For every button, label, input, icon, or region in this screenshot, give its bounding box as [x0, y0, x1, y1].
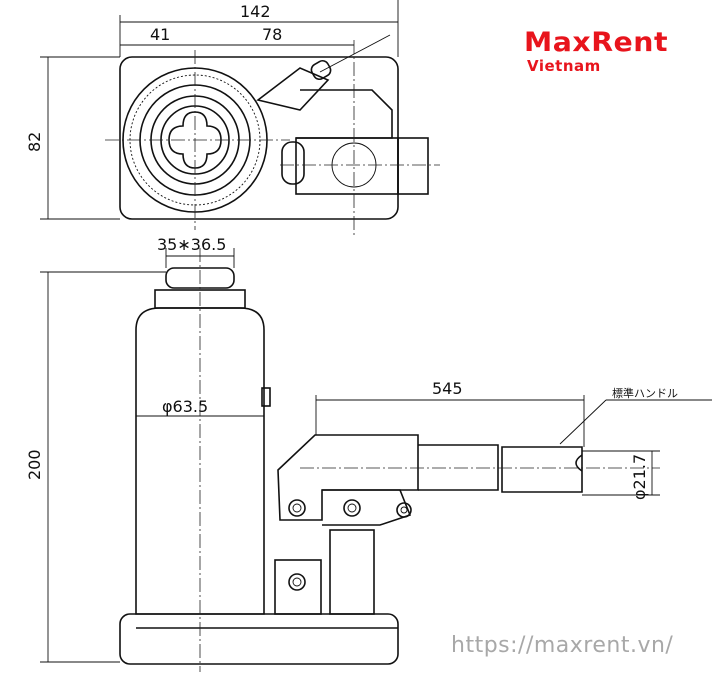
side-view [40, 248, 712, 672]
dim-handle-diameter: φ21.7 [630, 454, 649, 500]
dim-min-height: 200 [25, 449, 44, 480]
dim-left-offset: 41 [150, 25, 170, 44]
dim-top-height: 82 [25, 132, 44, 152]
dim-body-diameter: φ63.5 [162, 397, 208, 416]
website-url: https://maxrent.vn/ [451, 633, 674, 658]
dim-handle-length: 545 [432, 379, 463, 398]
dim-right-offset: 78 [262, 25, 282, 44]
logo-brand: MaxRent [524, 27, 669, 58]
dim-overall-width: 142 [240, 2, 271, 21]
dim-saddle-size: 35∗36.5 [157, 235, 226, 254]
logo-sub: Vietnam [527, 57, 601, 75]
top-view [40, 0, 440, 238]
standard-handle-label: 標準ハンドル [612, 387, 678, 400]
